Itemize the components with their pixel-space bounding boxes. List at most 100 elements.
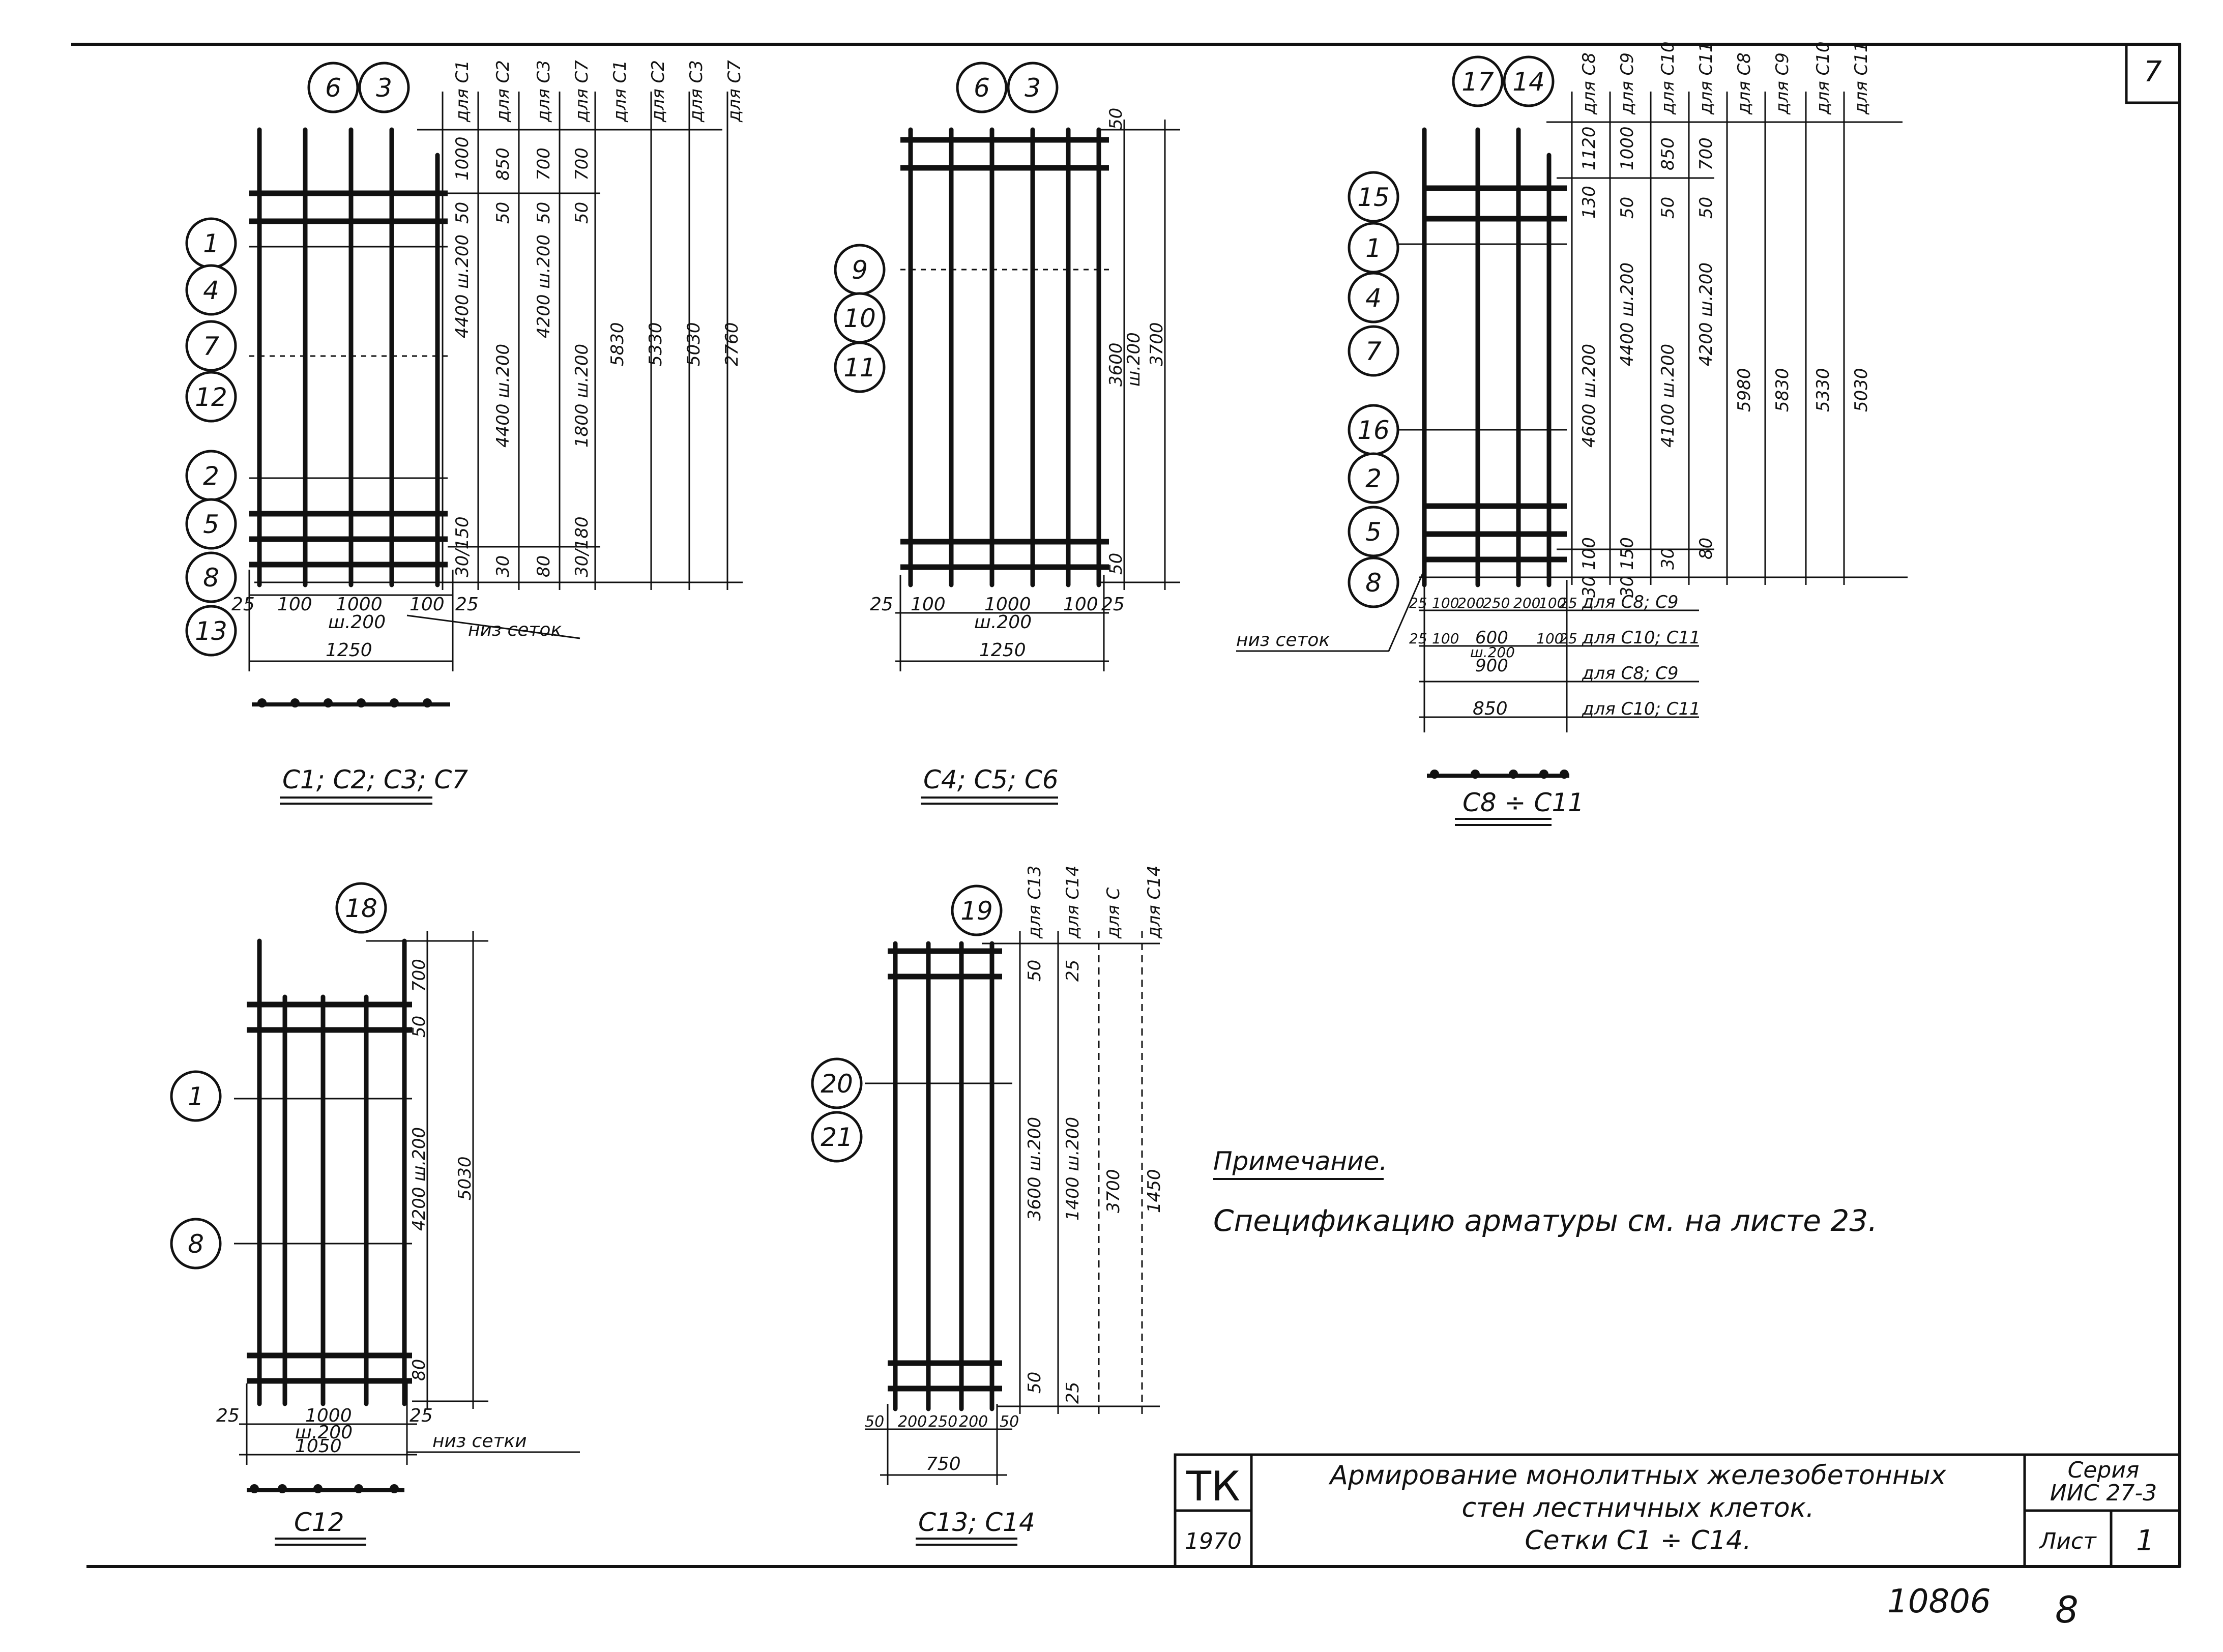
c4-caption: С4; С5; С6 xyxy=(923,765,1059,794)
c8-dim50-3: 50 xyxy=(1658,197,1678,219)
c4-width-25-left: 25 xyxy=(870,594,893,615)
mesh-c8: 17 14 15 1 4 7 16 2 5 8 для С8 для С9 дл… xyxy=(1236,41,1908,826)
c1-mid-dim-2: 4400 ш.200 xyxy=(493,344,513,448)
c13-dim-1450: 1450 xyxy=(1144,1169,1164,1213)
c8-total-3: 5330 xyxy=(1813,368,1833,412)
c1-dim50-1: 50 xyxy=(452,202,473,224)
c4-dim-step: ш.200 xyxy=(1124,332,1144,387)
c8-bottom-dim-2: 30 150 xyxy=(1617,537,1637,598)
c1-top-callout-3: 3 xyxy=(376,73,392,103)
c1-callout-12: 12 xyxy=(195,382,227,412)
c4-total-width: 1250 xyxy=(979,640,1026,661)
c8-w2-25: 25 xyxy=(1409,630,1427,647)
c8-bottom-dim-4: 80 xyxy=(1696,538,1716,559)
c1-top-dim-2: 850 xyxy=(493,148,513,181)
c1-col-header-4: для С7 xyxy=(572,60,592,123)
note-text: Спецификацию арматуры см. на листе 23. xyxy=(1213,1203,1878,1238)
c1-caption: С1; С2; С3; С7 xyxy=(282,765,468,794)
c12-width-1000: 1000 xyxy=(305,1405,352,1426)
c8-w2-600: 600 xyxy=(1475,628,1508,648)
c12-callout-1: 1 xyxy=(188,1082,204,1111)
c8-mid-dim-4: 4200 ш.200 xyxy=(1696,262,1716,366)
c8-col-header-1: для С8 xyxy=(1579,52,1599,115)
c1-mid-dim-3: 4200 ш.200 xyxy=(534,234,554,338)
c4-dim-3700: 3700 xyxy=(1147,322,1167,366)
c13-dim-25-bottom: 25 xyxy=(1063,1382,1083,1404)
c1-callout-5: 5 xyxy=(203,510,219,539)
c1-top-callout-6: 6 xyxy=(325,73,341,103)
c8-col-header-5: для С8 xyxy=(1734,52,1754,115)
c8-w4-label: для С10; С11 xyxy=(1582,699,1701,719)
c8-total-2: 5830 xyxy=(1772,368,1793,412)
c1-callout-13: 13 xyxy=(195,616,227,646)
c8-dim50-4: 50 xyxy=(1696,197,1716,219)
note-block: Примечание. Спецификацию арматуры см. на… xyxy=(1213,1146,1878,1238)
c8-w1-200a: 200 xyxy=(1457,595,1484,611)
c1-col-header-8: для С7 xyxy=(724,60,745,123)
c8-top-dim-3: 850 xyxy=(1658,137,1678,170)
c4-width-25-right: 25 xyxy=(1101,594,1125,615)
c8-w3-label: для С8; С9 xyxy=(1582,663,1679,684)
c8-w1-250: 250 xyxy=(1483,595,1510,611)
c8-col-header-4: для С11 xyxy=(1696,41,1716,115)
series-label: Серия xyxy=(2068,1457,2140,1483)
mesh-c12: 18 1 8 700 50 4200 ш.200 5030 80 25 1000… xyxy=(170,882,580,1546)
c13-col-header-2: для С14 xyxy=(1063,865,1083,939)
c8-mid-dim-3: 4100 ш.200 xyxy=(1658,344,1678,448)
c13-col-header-1: для С13 xyxy=(1025,865,1045,939)
c1-width-25-left: 25 xyxy=(231,594,255,615)
c8-dim50-1: 130 xyxy=(1579,186,1599,219)
c1-mid-dim-4: 1800 ш.200 xyxy=(572,344,592,448)
c8-top-dim-4: 700 xyxy=(1696,137,1716,170)
sheet-value: 1 xyxy=(2136,1524,2154,1557)
c8-w4-850: 850 xyxy=(1473,698,1508,719)
c12-dim-80: 80 xyxy=(409,1359,429,1381)
c13-dim-3700: 3700 xyxy=(1103,1169,1124,1213)
c13-width-200a: 200 xyxy=(898,1413,927,1431)
c1-total-width: 1250 xyxy=(326,640,372,661)
c13-dim-3600: 3600 ш.200 xyxy=(1025,1117,1045,1221)
c4-top-callout-3: 3 xyxy=(1025,73,1041,103)
mesh-c13: 19 20 21 для С13 для С14 для С для С14 5… xyxy=(811,865,1164,1546)
title-line-2: стен лестничных клеток. xyxy=(1461,1493,1814,1523)
c1-callout-4: 4 xyxy=(203,276,219,305)
c4-width-1000: 1000 xyxy=(984,594,1031,615)
c8-col-header-3: для С10 xyxy=(1658,41,1678,115)
c8-dim50-2: 50 xyxy=(1617,197,1637,219)
c1-callout-7: 7 xyxy=(203,332,219,361)
c8-col-header-8: для С11 xyxy=(1851,41,1871,115)
c1-top-dim-3: 700 xyxy=(534,148,554,181)
c4-dim-3600: 3600 xyxy=(1106,342,1126,387)
c8-callout-7: 7 xyxy=(1365,337,1382,366)
c8-callout-16: 16 xyxy=(1357,416,1390,445)
c1-dim50-2: 50 xyxy=(493,202,513,224)
c8-w2-label: для С10; С11 xyxy=(1582,628,1701,648)
c1-top-dim-1: 1000 xyxy=(452,136,473,181)
c1-bottom-dim-1: 30/150 xyxy=(452,516,473,577)
c12-dim-4200: 4200 ш.200 xyxy=(409,1127,429,1231)
c12-width-step: ш.200 xyxy=(295,1422,353,1443)
c1-top-dim-4: 700 xyxy=(572,148,592,181)
c1-dim50-4: 50 xyxy=(572,202,592,224)
title-line-3: Сетки С1 ÷ С14. xyxy=(1525,1525,1751,1556)
c1-callout-2: 2 xyxy=(203,461,219,491)
c1-total-4: 2760 xyxy=(722,322,742,366)
c8-w1-25: 25 xyxy=(1409,595,1427,611)
c12-dim-5030: 5030 xyxy=(455,1156,475,1200)
c12-dim-700: 700 xyxy=(409,959,429,992)
c13-width-50-right: 50 xyxy=(1000,1413,1019,1431)
title-line-1: Армирование монолитных железобетонных xyxy=(1328,1460,1947,1491)
c8-w1-label: для С8; С9 xyxy=(1582,592,1679,612)
c8-total-4: 5030 xyxy=(1851,368,1871,412)
c12-top-callout-18: 18 xyxy=(345,894,377,923)
c8-w1-25b: 25 xyxy=(1559,595,1577,611)
c12-dim-50: 50 xyxy=(409,1016,429,1038)
c4-callout-10: 10 xyxy=(843,304,876,333)
c1-col-header-7: для С3 xyxy=(686,60,707,123)
c1-width-100-right: 100 xyxy=(409,594,445,615)
c8-w1-100b: 100 xyxy=(1539,595,1566,611)
bottom-code: 10806 xyxy=(1887,1583,1991,1620)
c13-dim-25-top: 25 xyxy=(1063,960,1083,982)
c8-mid-dim-1: 4600 ш.200 xyxy=(1579,344,1599,448)
